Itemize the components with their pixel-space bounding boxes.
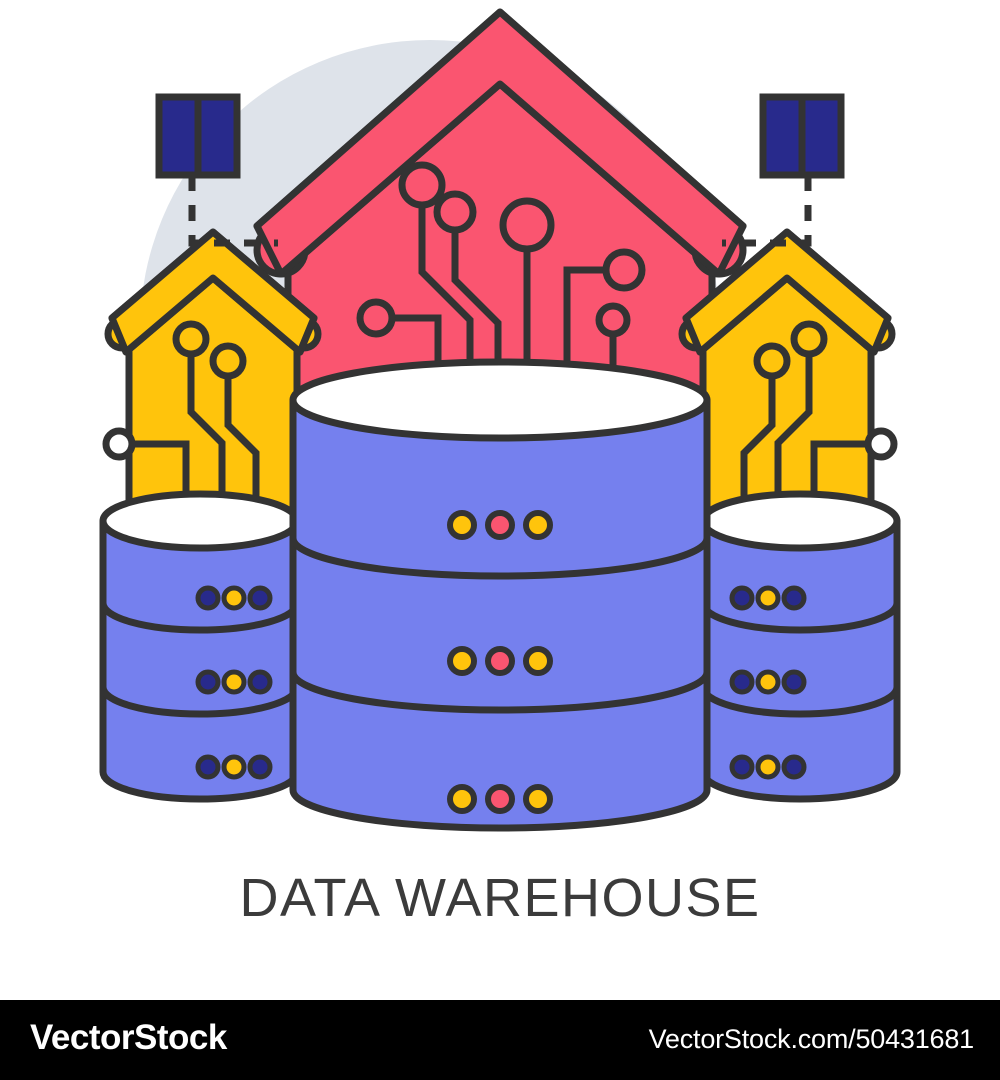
left-house-circuit-nodes <box>102 320 247 461</box>
center-circuit-nodes <box>356 161 646 338</box>
center-cylinder-leds <box>447 510 553 814</box>
left-cylinder-leds <box>195 585 273 780</box>
watermark-footer: VectorStock VectorStock.com/50431681 <box>0 1000 1000 1080</box>
right-house-circuit-traces <box>740 349 870 516</box>
left-house-circuit-traces <box>130 349 260 516</box>
left-server-module <box>155 93 278 247</box>
left-yellow-house <box>102 228 322 534</box>
right-yellow-house <box>678 228 898 534</box>
data-warehouse-illustration <box>99 8 901 832</box>
center-database-cylinder <box>289 358 711 832</box>
right-house-circuit-nodes <box>753 320 898 461</box>
left-database-cylinder <box>99 490 301 803</box>
right-server-module <box>722 93 845 247</box>
vectorstock-url: VectorStock.com/50431681 <box>648 1024 975 1054</box>
vectorstock-brand: VectorStock <box>30 1018 227 1057</box>
right-database-cylinder <box>699 490 901 803</box>
page-title: DATA WAREHOUSE <box>239 868 761 928</box>
right-cylinder-leds <box>729 585 807 780</box>
